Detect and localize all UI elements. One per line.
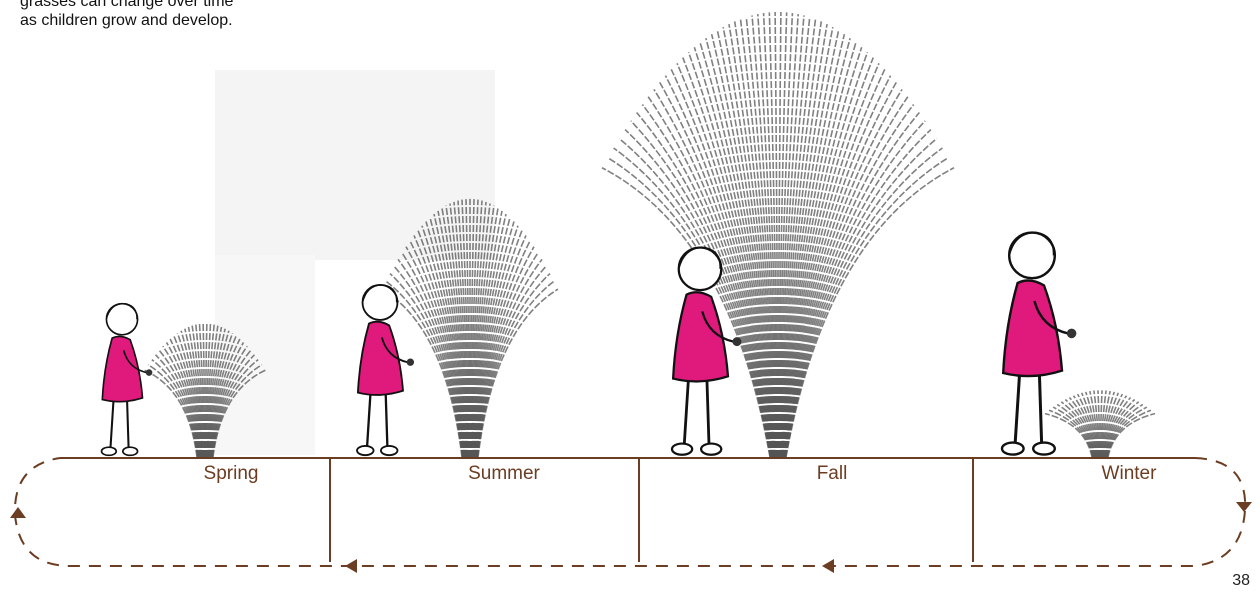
arrow-up-icon: [10, 507, 26, 518]
child-shoe: [670, 442, 694, 456]
grass-blade: [785, 167, 955, 458]
child-arm: [122, 350, 147, 374]
child-legs: [1013, 366, 1044, 443]
child-shoe: [356, 445, 375, 457]
child-dress: [1001, 279, 1064, 378]
caption: grasses can change over time as children…: [20, 0, 233, 30]
grass-clump-fall: [601, 12, 955, 458]
season-label-summer: Summer: [468, 463, 540, 484]
child-hair: [1008, 231, 1055, 256]
child-dress: [101, 335, 144, 403]
grass-clump-summer: [381, 198, 559, 458]
child-figure-summer: [356, 284, 415, 457]
arrow-left-icon: [822, 559, 834, 573]
arrow-down-icon: [1236, 502, 1252, 512]
season-label-fall: Fall: [816, 463, 848, 484]
child-hand: [406, 358, 415, 366]
child-legs: [109, 395, 130, 448]
child-hand: [145, 369, 153, 376]
child-arm: [380, 337, 408, 364]
child-dress: [356, 320, 404, 396]
grass-blade: [781, 51, 869, 458]
child-figure-spring: [100, 302, 153, 457]
child-shoe: [1000, 441, 1025, 456]
grass-clump-winter: [1044, 390, 1156, 458]
child-hair: [105, 303, 138, 320]
caption-line-2: as children grow and develop.: [20, 12, 233, 29]
season-label-winter: Winter: [1101, 463, 1157, 484]
child-shoe: [1032, 441, 1057, 456]
caption-line-1: grasses can change over time: [20, 0, 234, 10]
child-dress: [671, 291, 730, 383]
grass-blade: [477, 288, 559, 458]
child-layer: [100, 231, 1077, 457]
child-legs: [682, 372, 711, 444]
grass-blade: [476, 280, 555, 458]
child-hair: [677, 246, 722, 270]
season-label-spring: Spring: [203, 463, 259, 484]
child-hand: [1066, 328, 1077, 339]
child-legs: [365, 387, 389, 447]
child-shoe: [700, 442, 723, 456]
grass-blade: [1107, 412, 1156, 458]
page-number: 38: [1232, 572, 1250, 589]
arrow-left-icon: [345, 559, 357, 573]
child-figure-winter: [1000, 231, 1077, 456]
child-arm: [1033, 300, 1069, 335]
child-shoe: [100, 446, 118, 457]
child-shoe: [380, 445, 399, 457]
grass-blade: [784, 138, 938, 458]
child-arm: [701, 311, 734, 343]
child-shoe: [122, 446, 139, 457]
background-patch: [215, 255, 315, 455]
child-hand: [732, 337, 742, 347]
grass-clump-spring: [144, 323, 266, 458]
child-figure-fall: [670, 246, 742, 456]
grass-blade: [783, 120, 926, 458]
grass-blade: [212, 369, 266, 458]
child-hair: [361, 284, 398, 303]
